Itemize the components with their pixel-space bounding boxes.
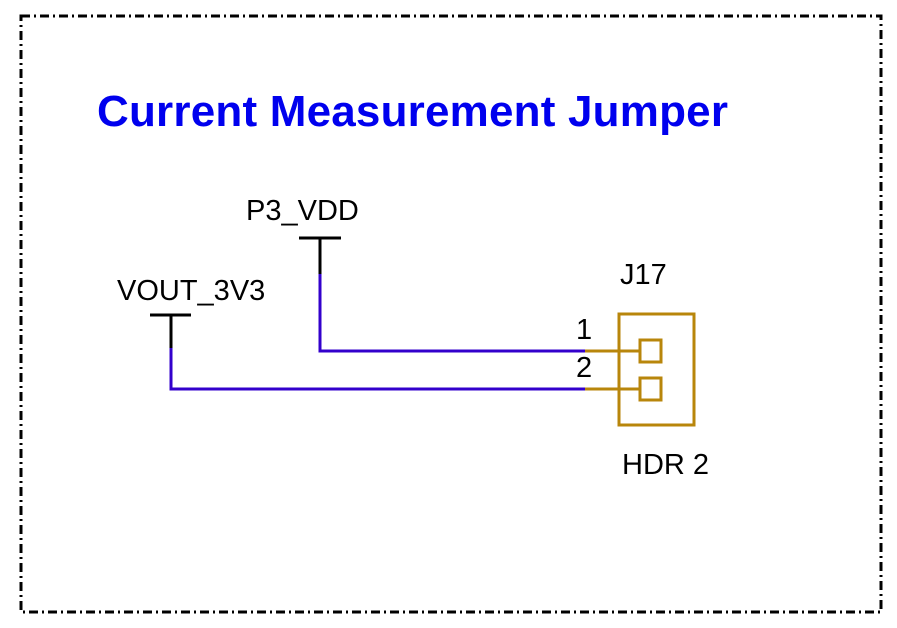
sheet-title: Current Measurement Jumper [97, 87, 729, 136]
net-label-vout-3v3: VOUT_3V3 [117, 275, 266, 307]
wire-vout-3v3 [169, 348, 585, 391]
pin2-pad [638, 376, 663, 402]
header-body [617, 312, 696, 427]
pin-number-1: 1 [576, 314, 593, 346]
pin-number-2: 2 [576, 352, 593, 384]
net-label-p3-vdd: P3_VDD [246, 195, 359, 227]
component-reference: J17 [620, 259, 667, 291]
component-value: HDR 2 [622, 449, 710, 481]
sheet-border [19, 14, 883, 614]
wire-p3-vdd [318, 274, 585, 353]
pin1-pad [638, 338, 663, 364]
